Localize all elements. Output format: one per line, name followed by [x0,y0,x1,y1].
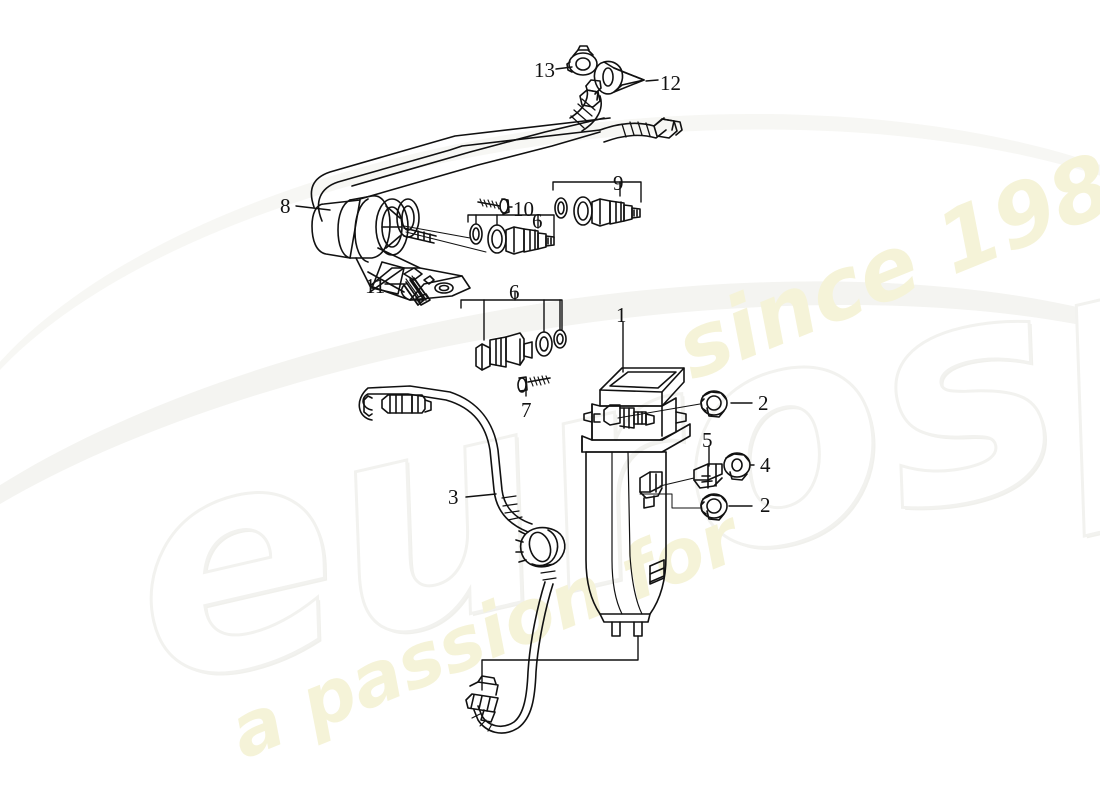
callout-leaders [295,66,755,691]
part-12-rubber-cap [593,60,645,95]
part-8-fuel-filter [311,195,487,301]
part-6-upper-group [469,223,555,255]
part-1-canister-valve [581,367,691,453]
part-3-vent-line [358,385,566,734]
callout-1[interactable]: 1 [616,303,627,327]
part-7-screw [517,375,551,393]
part-13-cap [566,45,598,76]
callout-10[interactable]: 10 [513,197,534,221]
callout-2-upper[interactable]: 2 [758,391,769,415]
part-5-clip [639,463,723,509]
part-4-grommet [723,452,751,481]
callout-5[interactable]: 5 [702,428,713,452]
callout-2-lower[interactable]: 2 [760,493,771,517]
callout-8[interactable]: 8 [280,194,291,218]
fuel-line-upper [310,79,683,222]
callout-6-lower[interactable]: 6 [509,280,520,304]
callout-9[interactable]: 9 [613,171,624,195]
callout-3[interactable]: 3 [448,485,459,509]
callout-6-upper[interactable]: 6 [532,209,543,233]
callout-13[interactable]: 13 [534,58,555,82]
callout-4[interactable]: 4 [760,453,771,477]
part-2-mount-upper [700,390,728,418]
part-6-lower-group [475,329,567,371]
part-11-bolt [400,267,431,306]
callout-11[interactable]: 11 [365,274,386,298]
callout-12[interactable]: 12 [660,71,681,95]
callout-7[interactable]: 7 [521,398,532,422]
part-2-mount-lower [700,493,728,521]
charcoal-canister-body [585,451,667,637]
part-10-screw [477,198,510,215]
part-9-injector-group [554,196,641,227]
